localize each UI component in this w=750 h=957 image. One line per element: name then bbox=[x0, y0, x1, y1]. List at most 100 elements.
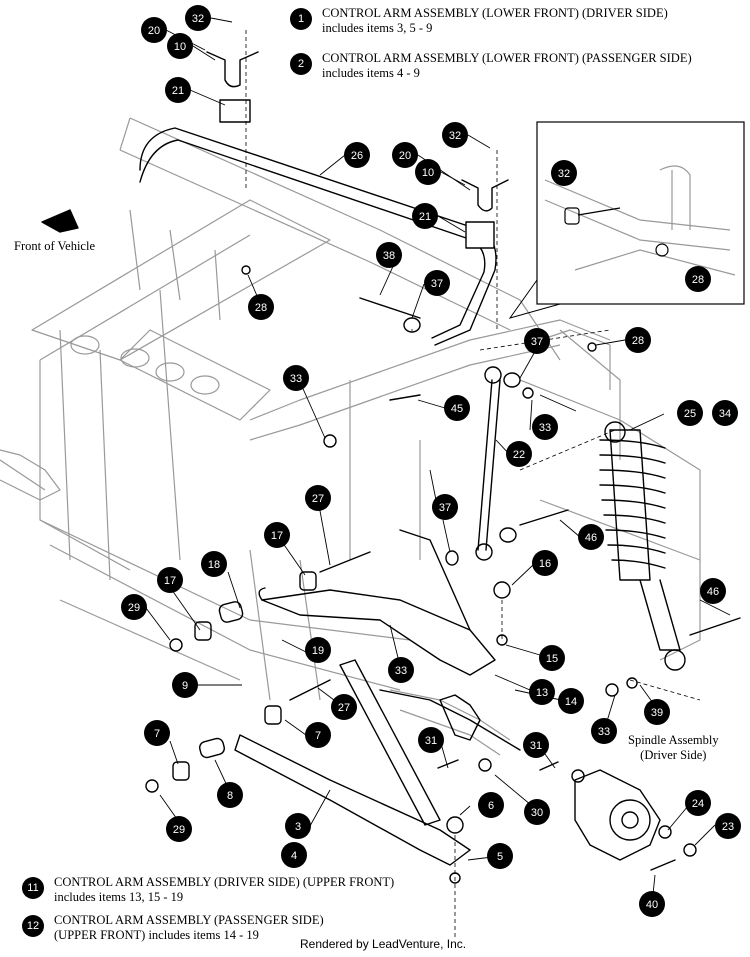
part-bubble: 18 bbox=[201, 551, 227, 577]
svg-text:17: 17 bbox=[271, 530, 283, 542]
part-bubble: 21 bbox=[412, 203, 438, 229]
svg-text:37: 37 bbox=[439, 502, 451, 514]
svg-text:37: 37 bbox=[531, 336, 543, 348]
callout-assembly-11: 11 CONTROL ARM ASSEMBLY (DRIVER SIDE) (U… bbox=[22, 875, 394, 905]
svg-text:33: 33 bbox=[539, 422, 551, 434]
render-credit: Rendered by LeadVenture, Inc. bbox=[300, 937, 467, 951]
svg-text:22: 22 bbox=[513, 449, 525, 461]
svg-text:13: 13 bbox=[536, 687, 548, 699]
part-bubble: 32 bbox=[442, 122, 468, 148]
part-bubble: 8 bbox=[217, 782, 243, 808]
svg-text:27: 27 bbox=[338, 702, 350, 714]
svg-text:29: 29 bbox=[128, 602, 140, 614]
part-bubble: 38 bbox=[376, 242, 402, 268]
part-bubble: 33 bbox=[591, 718, 617, 744]
svg-text:33: 33 bbox=[290, 373, 302, 385]
part-bubble: 6 bbox=[478, 792, 504, 818]
svg-text:39: 39 bbox=[651, 707, 663, 719]
svg-text:7: 7 bbox=[315, 730, 321, 742]
svg-text:31: 31 bbox=[530, 740, 542, 752]
part-bubble: 20 bbox=[392, 142, 418, 168]
part-number-bubbles: 32 20 10 21 26 32 20 10 21 38 37 28 28 3… bbox=[121, 5, 741, 917]
part-bubble: 28 bbox=[685, 266, 711, 292]
part-bubble: 28 bbox=[625, 327, 651, 353]
part-bubble: 45 bbox=[444, 395, 470, 421]
part-bubble: 13 bbox=[529, 679, 555, 705]
part-bubble: 21 bbox=[165, 77, 191, 103]
lower-control-arm bbox=[234, 734, 471, 866]
svg-text:20: 20 bbox=[399, 150, 411, 162]
svg-text:32: 32 bbox=[449, 130, 461, 142]
svg-text:21: 21 bbox=[419, 211, 431, 223]
part-bubble: 37 bbox=[432, 494, 458, 520]
sway-bar bbox=[139, 127, 497, 346]
svg-text:21: 21 bbox=[172, 85, 184, 97]
part-bubble: 5 bbox=[487, 843, 513, 869]
part-bubble: 37 bbox=[524, 328, 550, 354]
svg-text:32: 32 bbox=[192, 13, 204, 25]
svg-text:16: 16 bbox=[539, 558, 551, 570]
svg-text:4: 4 bbox=[291, 850, 297, 862]
part-bubble: 28 bbox=[248, 294, 274, 320]
part-bubble: 33 bbox=[283, 365, 309, 391]
part-bubble: 19 bbox=[305, 637, 331, 663]
part-bubble: 9 bbox=[172, 672, 198, 698]
svg-text:17: 17 bbox=[164, 575, 176, 587]
svg-text:32: 32 bbox=[558, 168, 570, 180]
part-bubble: 17 bbox=[157, 567, 183, 593]
part-bubble: 32 bbox=[551, 160, 577, 186]
svg-text:45: 45 bbox=[451, 403, 463, 415]
part-bubble: 32 bbox=[185, 5, 211, 31]
stabilizer-link bbox=[477, 379, 501, 551]
part-bubble: 26 bbox=[344, 142, 370, 168]
svg-text:10: 10 bbox=[174, 41, 186, 53]
part-bubble: 31 bbox=[523, 732, 549, 758]
spindle-assembly bbox=[574, 769, 661, 861]
part-bubble: 37 bbox=[424, 270, 450, 296]
svg-text:8: 8 bbox=[227, 790, 233, 802]
part-bubble: 33 bbox=[388, 657, 414, 683]
spindle-assembly-label: Spindle Assembly (Driver Side) bbox=[628, 733, 719, 762]
svg-text:23: 23 bbox=[722, 821, 734, 833]
part-bubble: 20 bbox=[141, 17, 167, 43]
part-bubble: 22 bbox=[506, 441, 532, 467]
svg-text:27: 27 bbox=[312, 493, 324, 505]
part-bubble: 40 bbox=[639, 891, 665, 917]
part-bubble: 29 bbox=[121, 594, 147, 620]
sway-bar-bracket bbox=[206, 51, 259, 88]
svg-text:26: 26 bbox=[351, 150, 363, 162]
part-bubble: 27 bbox=[331, 694, 357, 720]
svg-text:30: 30 bbox=[531, 807, 543, 819]
part-bubble: 39 bbox=[644, 699, 670, 725]
part-bubble: 17 bbox=[264, 522, 290, 548]
svg-text:6: 6 bbox=[488, 800, 494, 812]
svg-text:5: 5 bbox=[497, 851, 503, 863]
shock-absorber bbox=[599, 421, 686, 671]
part-bubble: 10 bbox=[415, 159, 441, 185]
svg-text:28: 28 bbox=[255, 302, 267, 314]
detail-inset bbox=[508, 121, 745, 319]
svg-text:46: 46 bbox=[585, 532, 597, 544]
svg-text:31: 31 bbox=[425, 735, 437, 747]
part-bubble: 7 bbox=[305, 722, 331, 748]
part-bubble: 3 bbox=[285, 813, 311, 839]
svg-text:46: 46 bbox=[707, 586, 719, 598]
front-arrow-icon bbox=[41, 209, 79, 233]
part-bubble: 23 bbox=[715, 813, 741, 839]
part-bubble: 10 bbox=[167, 33, 193, 59]
svg-text:19: 19 bbox=[312, 645, 324, 657]
svg-text:14: 14 bbox=[565, 696, 577, 708]
svg-text:9: 9 bbox=[182, 680, 188, 692]
upper-control-arm bbox=[261, 589, 496, 676]
callout-assembly-1: 1 CONTROL ARM ASSEMBLY (LOWER FRONT) (DR… bbox=[290, 6, 668, 36]
svg-text:18: 18 bbox=[208, 559, 220, 571]
svg-text:3: 3 bbox=[295, 821, 301, 833]
part-bubble: 25 bbox=[677, 400, 703, 426]
svg-text:7: 7 bbox=[154, 728, 160, 740]
svg-text:28: 28 bbox=[692, 274, 704, 286]
part-bubble: 7 bbox=[144, 720, 170, 746]
part-bubble: 4 bbox=[281, 842, 307, 868]
svg-text:24: 24 bbox=[692, 798, 704, 810]
part-bubble: 24 bbox=[685, 790, 711, 816]
